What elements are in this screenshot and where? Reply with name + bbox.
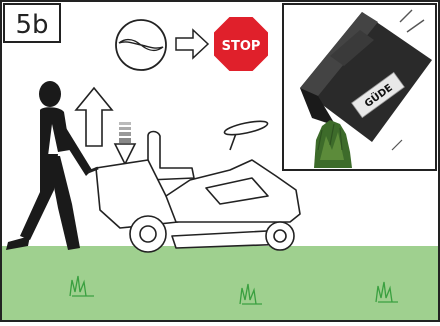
lawn-ground <box>2 246 438 320</box>
grass-catcher-photo: GÜDE <box>283 4 436 170</box>
stop-sign-icon: STOP <box>213 16 269 72</box>
mower-blade-icon <box>116 20 166 70</box>
stop-sign-text: STOP <box>222 39 261 54</box>
step-label-box: 5b <box>4 4 60 42</box>
step-label: 5b <box>15 10 48 40</box>
